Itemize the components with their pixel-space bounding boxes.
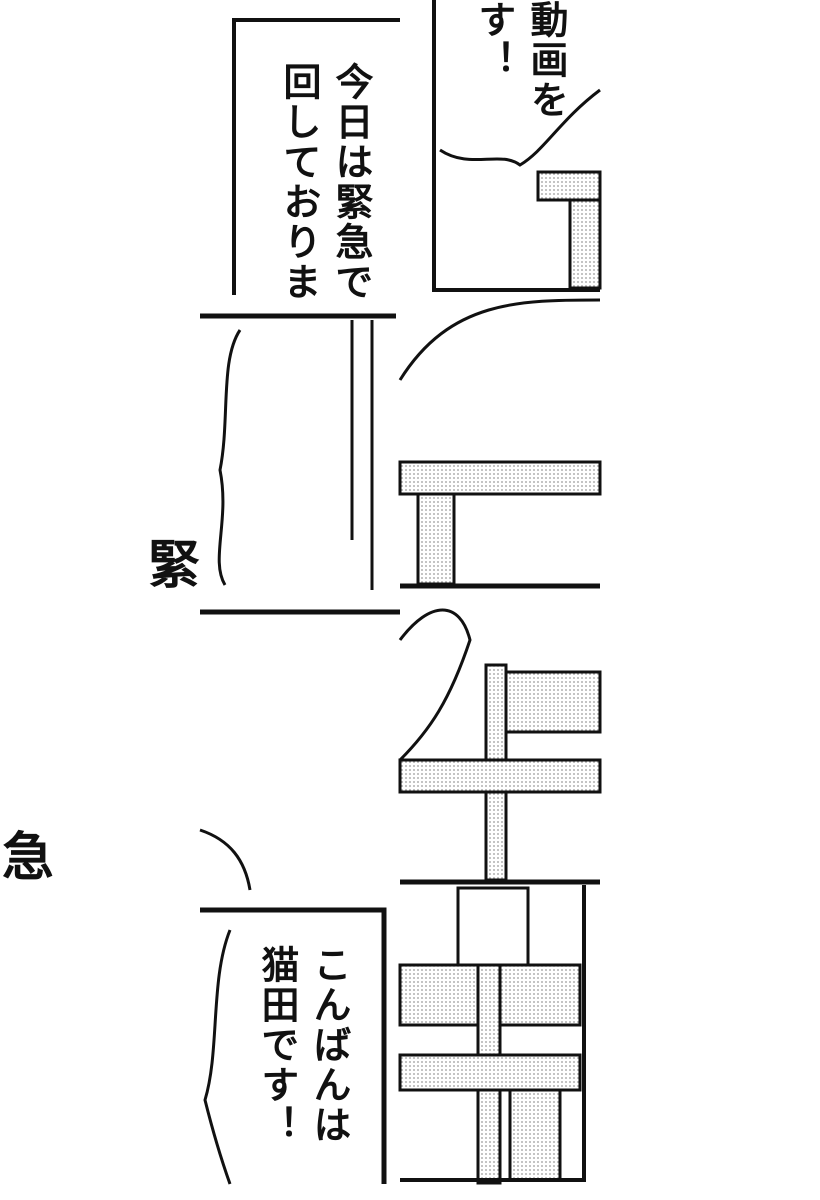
speech-line: こんばんは bbox=[307, 945, 351, 1145]
sfx-text: 緊 bbox=[148, 536, 201, 596]
speech-line: 動画を bbox=[524, 0, 568, 120]
speech-line: 回しておりま bbox=[277, 62, 321, 302]
speech-line: す！ bbox=[472, 0, 516, 80]
speech-box-border bbox=[232, 18, 400, 295]
speech-line: 今日は緊急で bbox=[329, 62, 373, 302]
speech-line: 猫田です！ bbox=[255, 945, 299, 1145]
sfx-text: 急 bbox=[2, 828, 55, 888]
